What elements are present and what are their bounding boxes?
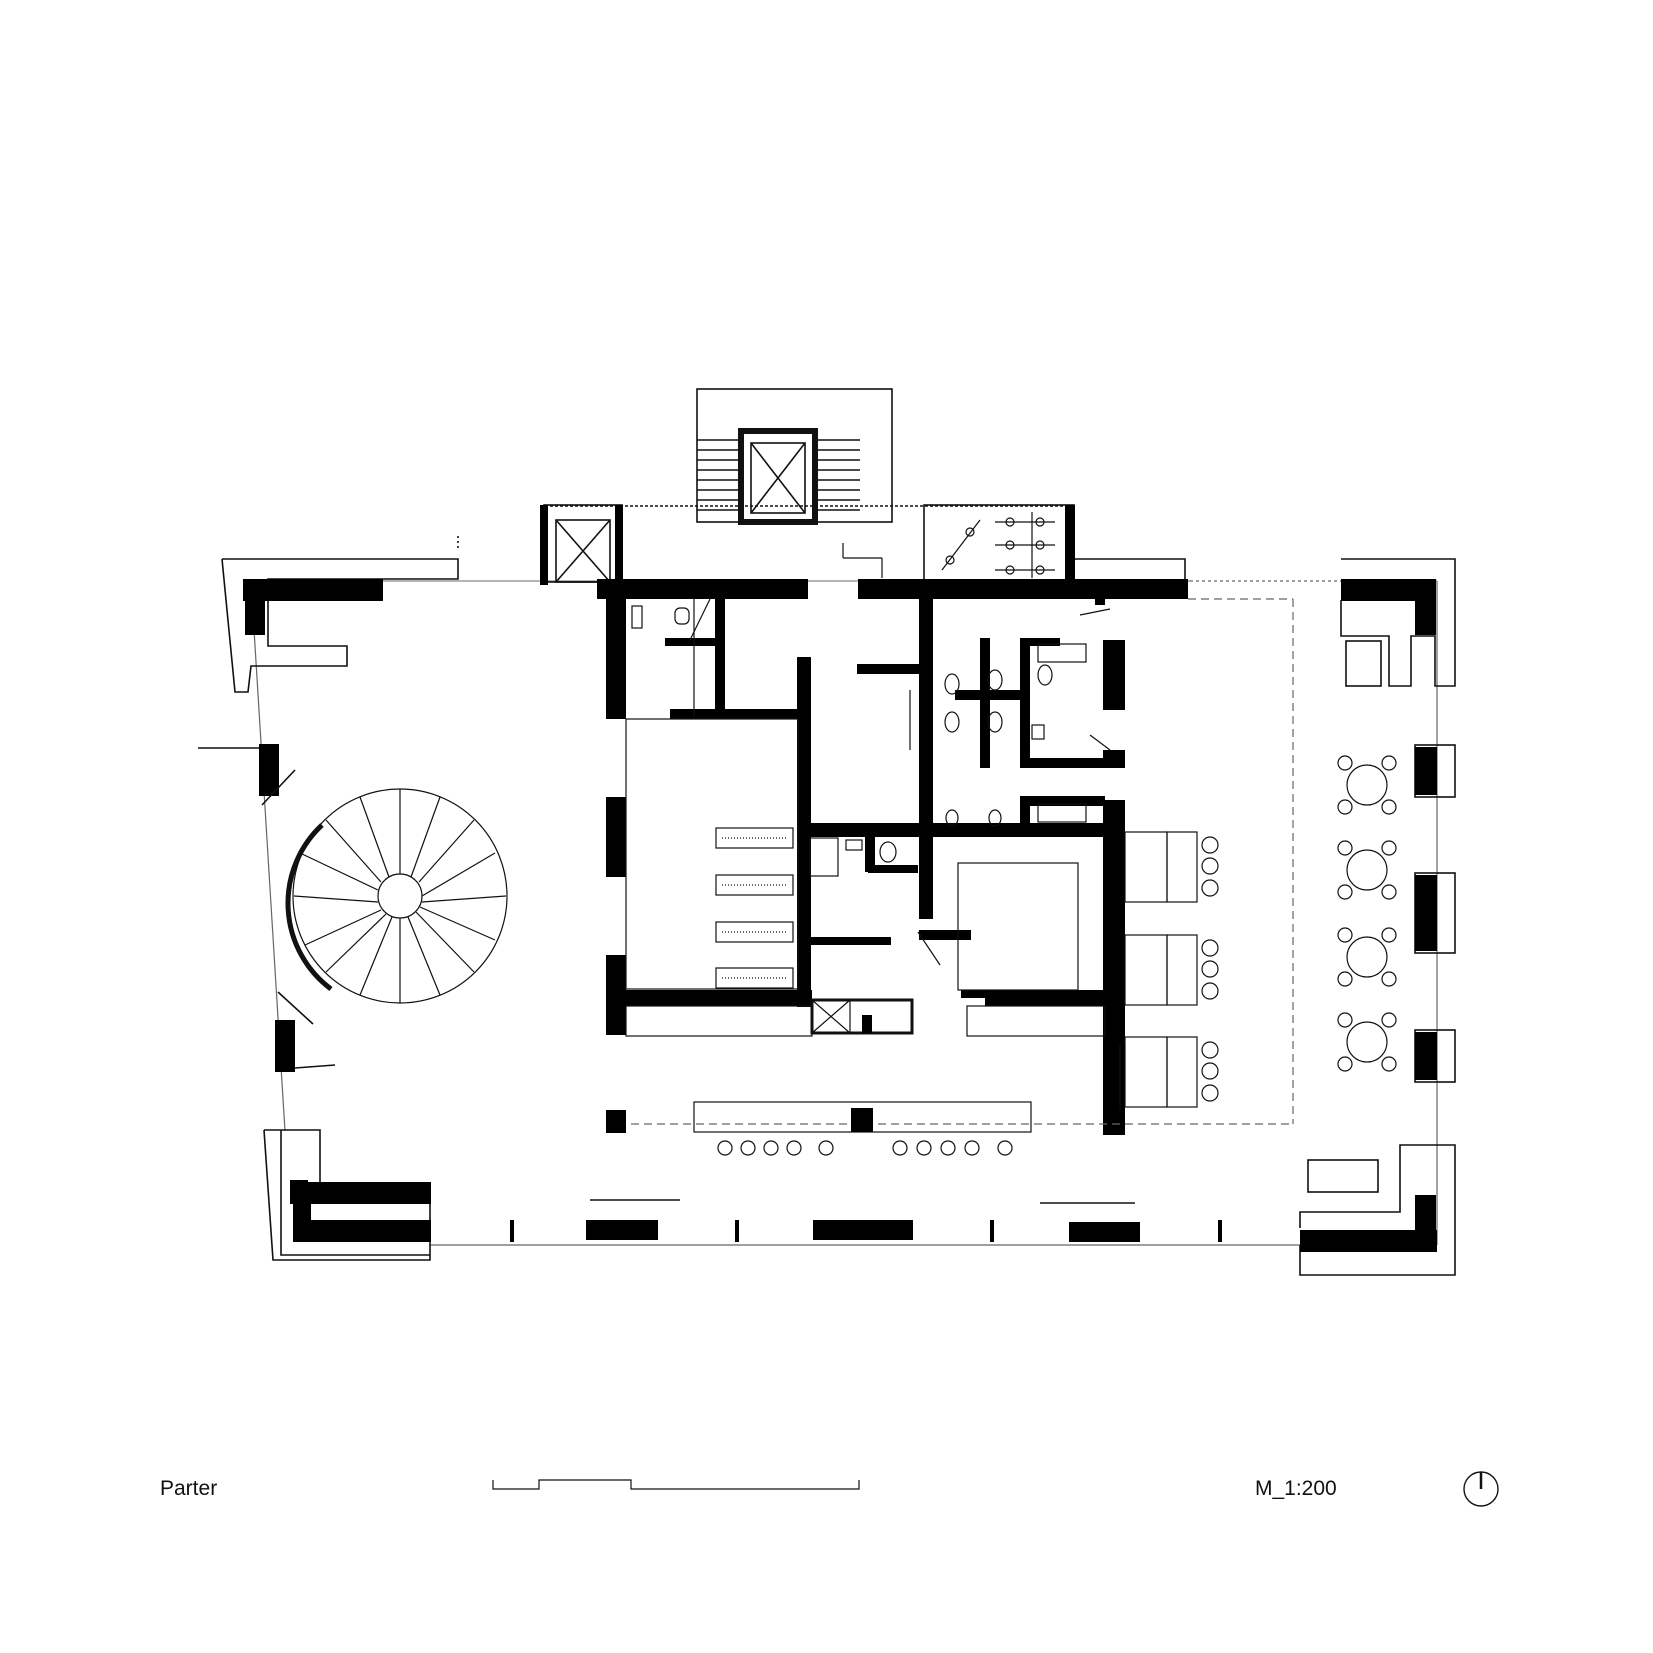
interior-walls [597,579,1188,1135]
corner-southeast [1299,1144,1456,1276]
north-annex [457,388,1075,585]
spiral-stair [285,788,508,1004]
scale-bar [492,1479,860,1490]
round-tables [1337,755,1397,1072]
bar-counter [693,1101,1032,1156]
scale-label: M_1:200 [1255,1477,1337,1500]
corner-northwest [221,558,459,693]
floor-level-label: Parter [160,1477,218,1500]
elevator-shaft [738,428,818,525]
bike-rack [941,512,1055,578]
locker-benches [715,827,794,989]
wc-fixtures [631,605,1087,877]
elevator-small [555,519,611,583]
north-arrow-icon [1463,1471,1499,1507]
building-outline [250,580,1438,1246]
partitions [625,543,1294,1125]
stair-core [697,439,860,511]
west-facade [198,744,336,1072]
corner-northeast [1075,558,1456,687]
south-facade [510,1199,1222,1242]
east-facade [1414,744,1456,1083]
corner-southwest [263,1129,431,1261]
booth-seating [1124,831,1219,1108]
